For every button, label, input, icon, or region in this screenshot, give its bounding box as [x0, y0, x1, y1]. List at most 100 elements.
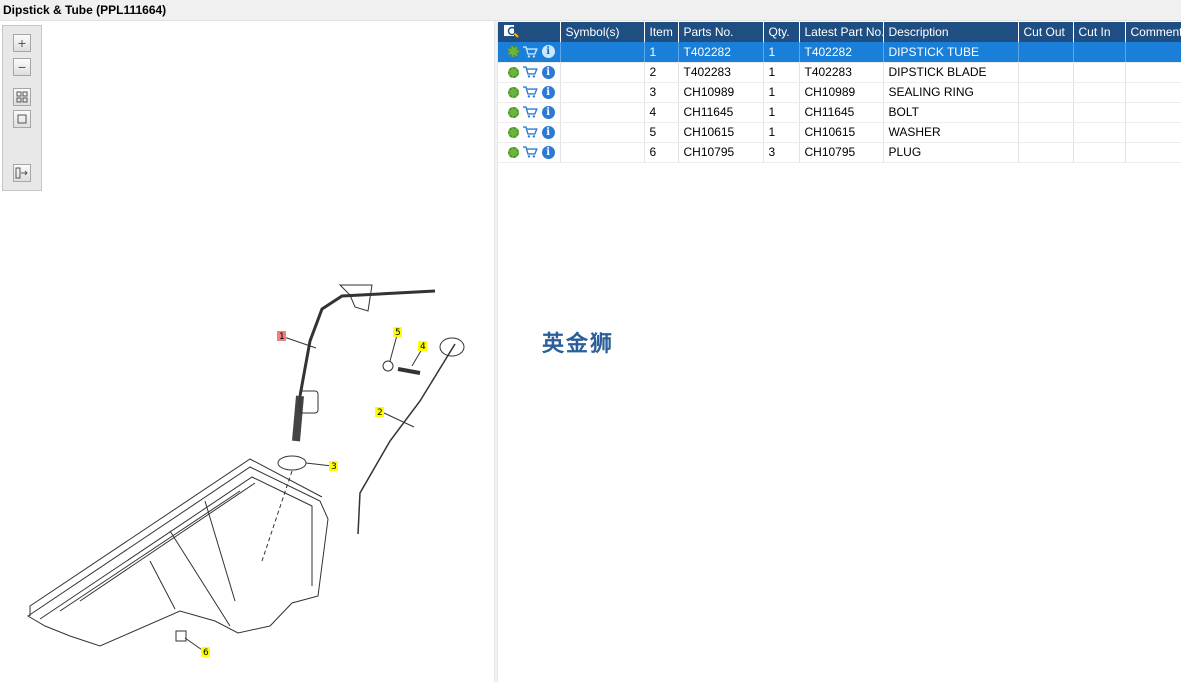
cart-icon[interactable] [522, 66, 538, 78]
cell-symbols [560, 82, 645, 103]
gear-icon[interactable] [508, 146, 519, 158]
callout-5[interactable] [393, 327, 402, 337]
viewer-toolbar: + − [2, 25, 42, 191]
info-icon[interactable]: i [541, 45, 555, 59]
cell-cut-in [1073, 102, 1126, 123]
cell-symbols [560, 62, 645, 83]
cell-comment [1125, 102, 1181, 123]
cell-cut-in [1073, 42, 1126, 63]
cell-comment [1125, 42, 1181, 63]
cell-cut-out [1018, 102, 1074, 123]
column-qty[interactable]: Qty. [763, 22, 800, 42]
table-header-row: Symbol(s) Item Parts No. Qty. Latest Par… [498, 22, 1181, 42]
cell-cut-out [1018, 42, 1074, 63]
callout-3[interactable] [329, 461, 338, 471]
callout-6[interactable] [201, 647, 210, 657]
column-cut-in[interactable]: Cut In [1073, 22, 1126, 42]
gear-icon[interactable] [508, 66, 519, 78]
diagram-pane[interactable]: + − [0, 21, 494, 682]
callout-label-2: 2 [377, 408, 383, 418]
cell-latest-part-no: CH10795 [799, 142, 884, 163]
cell-parts-no: CH10989 [678, 82, 764, 103]
cell-item: 1 [644, 42, 679, 63]
zoom-out-icon[interactable]: − [13, 58, 31, 76]
cell-parts-no: CH10795 [678, 142, 764, 163]
cell-cut-out [1018, 122, 1074, 143]
cell-parts-no: T402283 [678, 62, 764, 83]
row-actions: i [498, 42, 561, 63]
callout-label-4: 4 [420, 342, 426, 352]
zoom-in-icon[interactable]: + [13, 34, 31, 52]
cell-qty: 1 [763, 42, 800, 63]
callout-2[interactable] [375, 407, 384, 417]
gear-icon[interactable] [508, 86, 519, 98]
cart-icon[interactable] [522, 126, 538, 138]
info-icon[interactable]: i [541, 145, 555, 159]
cell-symbols [560, 42, 645, 63]
cell-comment [1125, 62, 1181, 83]
cell-comment [1125, 142, 1181, 163]
info-icon[interactable]: i [541, 85, 555, 99]
column-latest-part-no[interactable]: Latest Part No. [799, 22, 884, 42]
cell-cut-out [1018, 142, 1074, 163]
cell-cut-in [1073, 142, 1126, 163]
info-icon[interactable]: i [541, 105, 555, 119]
cell-cut-out [1018, 82, 1074, 103]
column-item[interactable]: Item [644, 22, 679, 42]
cell-symbols [560, 122, 645, 143]
cell-item: 2 [644, 62, 679, 83]
column-cut-out[interactable]: Cut Out [1018, 22, 1074, 42]
search-parts-icon[interactable] [503, 24, 519, 38]
cell-qty: 1 [763, 102, 800, 123]
actual-size-icon[interactable] [13, 110, 31, 128]
pane-splitter[interactable] [494, 21, 498, 682]
cell-parts-no: CH10615 [678, 122, 764, 143]
column-symbols[interactable]: Symbol(s) [560, 22, 645, 42]
cart-icon[interactable] [522, 46, 538, 58]
callout-1[interactable] [277, 331, 286, 341]
column-comment[interactable]: Comment [1125, 22, 1181, 42]
export-icon[interactable] [13, 164, 31, 182]
cell-description: DIPSTICK BLADE [883, 62, 1019, 83]
gear-icon[interactable] [508, 46, 519, 58]
cell-symbols [560, 142, 645, 163]
fit-page-icon[interactable] [13, 88, 31, 106]
cell-qty: 3 [763, 142, 800, 163]
cell-item: 5 [644, 122, 679, 143]
info-icon[interactable]: i [541, 125, 555, 139]
cell-qty: 1 [763, 122, 800, 143]
window-title: Dipstick & Tube (PPL111664) [3, 3, 167, 17]
cell-comment [1125, 122, 1181, 143]
column-actions[interactable] [498, 22, 561, 42]
callout-4[interactable] [418, 341, 427, 351]
cell-description: PLUG [883, 142, 1019, 163]
cell-comment [1125, 82, 1181, 103]
cell-qty: 1 [763, 82, 800, 103]
column-description[interactable]: Description [883, 22, 1019, 42]
gear-icon[interactable] [508, 106, 519, 118]
cell-latest-part-no: T402283 [799, 62, 884, 83]
callout-label-3: 3 [331, 462, 337, 472]
info-icon[interactable]: i [541, 65, 555, 79]
gear-icon[interactable] [508, 126, 519, 138]
cell-description: WASHER [883, 122, 1019, 143]
watermark: 英金狮 [542, 332, 615, 357]
callout-label-6: 6 [203, 648, 209, 658]
parts-list-pane: Symbol(s) Item Parts No. Qty. Latest Par… [498, 21, 1181, 682]
cell-cut-out [1018, 62, 1074, 83]
row-actions: i [498, 62, 561, 83]
callout-label-5: 5 [395, 328, 401, 338]
row-actions: i [498, 102, 561, 123]
cart-icon[interactable] [522, 86, 538, 98]
cart-icon[interactable] [522, 146, 538, 158]
column-parts-no[interactable]: Parts No. [678, 22, 764, 42]
cell-item: 6 [644, 142, 679, 163]
cart-icon[interactable] [522, 106, 538, 118]
cell-symbols [560, 102, 645, 123]
